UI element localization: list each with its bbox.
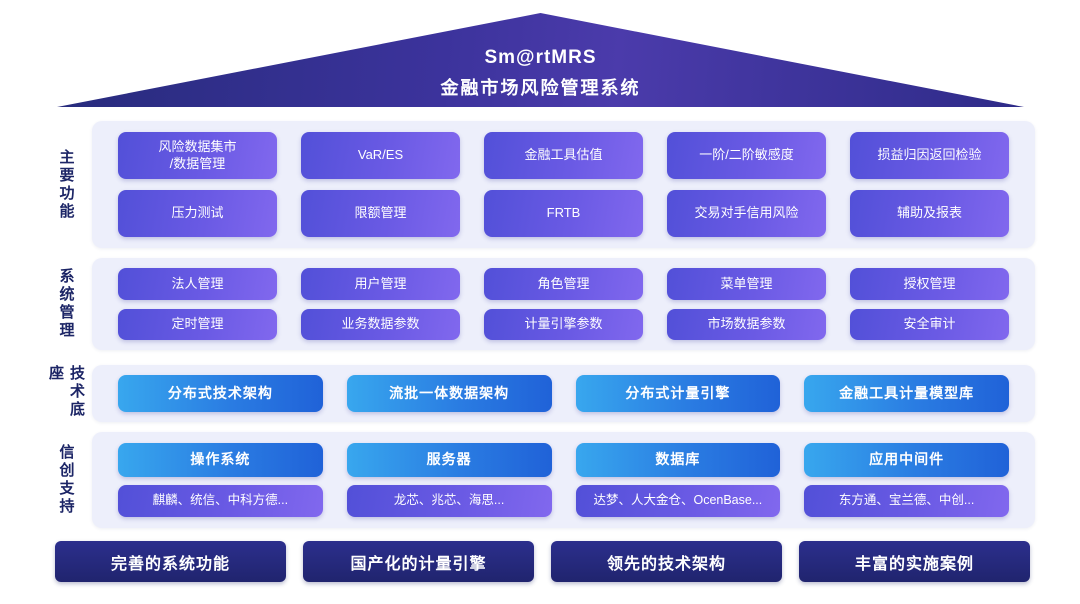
function-pill: 金融工具估值 bbox=[484, 132, 643, 179]
management-pill: 市场数据参数 bbox=[667, 308, 826, 340]
section-label-xinchuang-support: 信创支持 bbox=[57, 444, 75, 516]
management-pill: 授权管理 bbox=[850, 268, 1009, 300]
tech-pill: 金融工具计量模型库 bbox=[804, 375, 1009, 412]
panel-tech-base: 分布式技术架构 流批一体数据架构 分布式计量引擎 金融工具计量模型库 bbox=[92, 365, 1035, 422]
function-pill: 风险数据集市 /数据管理 bbox=[118, 132, 277, 179]
tech-pill: 分布式计量引擎 bbox=[575, 375, 781, 412]
function-pill: 辅助及报表 bbox=[850, 190, 1009, 237]
function-pill: FRTB bbox=[484, 190, 643, 237]
footer-highlight-pill: 丰富的实施案例 bbox=[799, 541, 1030, 582]
xinchuang-column: 服务器 龙芯、兆芯、海思... bbox=[346, 443, 552, 517]
section-label-main-functions: 主要功能 bbox=[57, 148, 75, 221]
xinchuang-column: 应用中间件 东方通、宝兰德、中创... bbox=[804, 443, 1009, 517]
function-pill: VaR/ES bbox=[301, 132, 460, 179]
xinchuang-vendor-pill: 达梦、人大金仓、OcenBase... bbox=[575, 484, 781, 517]
xinchuang-header-pill: 应用中间件 bbox=[804, 443, 1009, 477]
function-pill: 交易对手信用风险 bbox=[667, 190, 826, 237]
management-pill: 角色管理 bbox=[484, 268, 643, 300]
management-pill: 菜单管理 bbox=[667, 268, 826, 300]
management-pill: 定时管理 bbox=[118, 308, 277, 340]
section-label-tech-base: 技术底座 bbox=[47, 365, 85, 419]
panel-system-management: 法人管理 用户管理 角色管理 菜单管理 授权管理 定时管理 业务数据参数 计量引… bbox=[92, 258, 1035, 350]
tech-pill: 流批一体数据架构 bbox=[346, 375, 552, 412]
function-pill: 限额管理 bbox=[301, 190, 460, 237]
tech-pill-row: 分布式技术架构 流批一体数据架构 分布式计量引擎 金融工具计量模型库 bbox=[118, 375, 1009, 412]
xinchuang-header-pill: 操作系统 bbox=[118, 443, 323, 477]
management-pill: 业务数据参数 bbox=[301, 308, 460, 340]
function-pill: 损益归因返回检验 bbox=[850, 132, 1009, 179]
xinchuang-vendor-pill: 东方通、宝兰德、中创... bbox=[804, 484, 1009, 517]
tech-pill: 分布式技术架构 bbox=[118, 375, 323, 412]
xinchuang-vendor-pill: 麒麟、统信、中科方德... bbox=[118, 484, 323, 517]
xinchuang-vendor-pill: 龙芯、兆芯、海思... bbox=[346, 484, 552, 517]
function-pill-row: 风险数据集市 /数据管理 VaR/ES 金融工具估值 一阶/二阶敏感度 损益归因… bbox=[118, 132, 1009, 179]
footer-highlight-pill: 国产化的计量引擎 bbox=[303, 541, 534, 582]
footer-highlights: 完善的系统功能 国产化的计量引擎 领先的技术架构 丰富的实施案例 bbox=[55, 541, 1030, 582]
xinchuang-header-pill: 数据库 bbox=[575, 443, 781, 477]
management-pill-row: 法人管理 用户管理 角色管理 菜单管理 授权管理 bbox=[118, 268, 1009, 300]
management-pill: 用户管理 bbox=[301, 268, 460, 300]
management-pill: 计量引擎参数 bbox=[484, 308, 643, 340]
panel-xinchuang-support: 操作系统 麒麟、统信、中科方德... 服务器 龙芯、兆芯、海思... 数据库 达… bbox=[92, 432, 1035, 528]
xinchuang-column: 数据库 达梦、人大金仓、OcenBase... bbox=[575, 443, 781, 517]
management-pill: 法人管理 bbox=[118, 268, 277, 300]
function-pill: 一阶/二阶敏感度 bbox=[667, 132, 826, 179]
product-subtitle: 金融市场风险管理系统 bbox=[440, 78, 641, 98]
xinchuang-column: 操作系统 麒麟、统信、中科方德... bbox=[118, 443, 323, 517]
management-pill: 安全审计 bbox=[850, 308, 1009, 340]
footer-highlight-pill: 完善的系统功能 bbox=[55, 541, 286, 582]
management-pill-row: 定时管理 业务数据参数 计量引擎参数 市场数据参数 安全审计 bbox=[118, 308, 1009, 340]
function-pill: 压力测试 bbox=[118, 190, 277, 237]
roof-banner: Sm@rtMRS 金融市场风险管理系统 bbox=[57, 13, 1024, 107]
panel-main-functions: 风险数据集市 /数据管理 VaR/ES 金融工具估值 一阶/二阶敏感度 损益归因… bbox=[92, 121, 1035, 248]
function-pill-row: 压力测试 限额管理 FRTB 交易对手信用风险 辅助及报表 bbox=[118, 190, 1009, 237]
product-name: Sm@rtMRS bbox=[484, 47, 597, 68]
section-label-system-management: 系统管理 bbox=[57, 268, 75, 340]
xinchuang-header-pill: 服务器 bbox=[346, 443, 552, 477]
footer-highlight-pill: 领先的技术架构 bbox=[551, 541, 782, 582]
